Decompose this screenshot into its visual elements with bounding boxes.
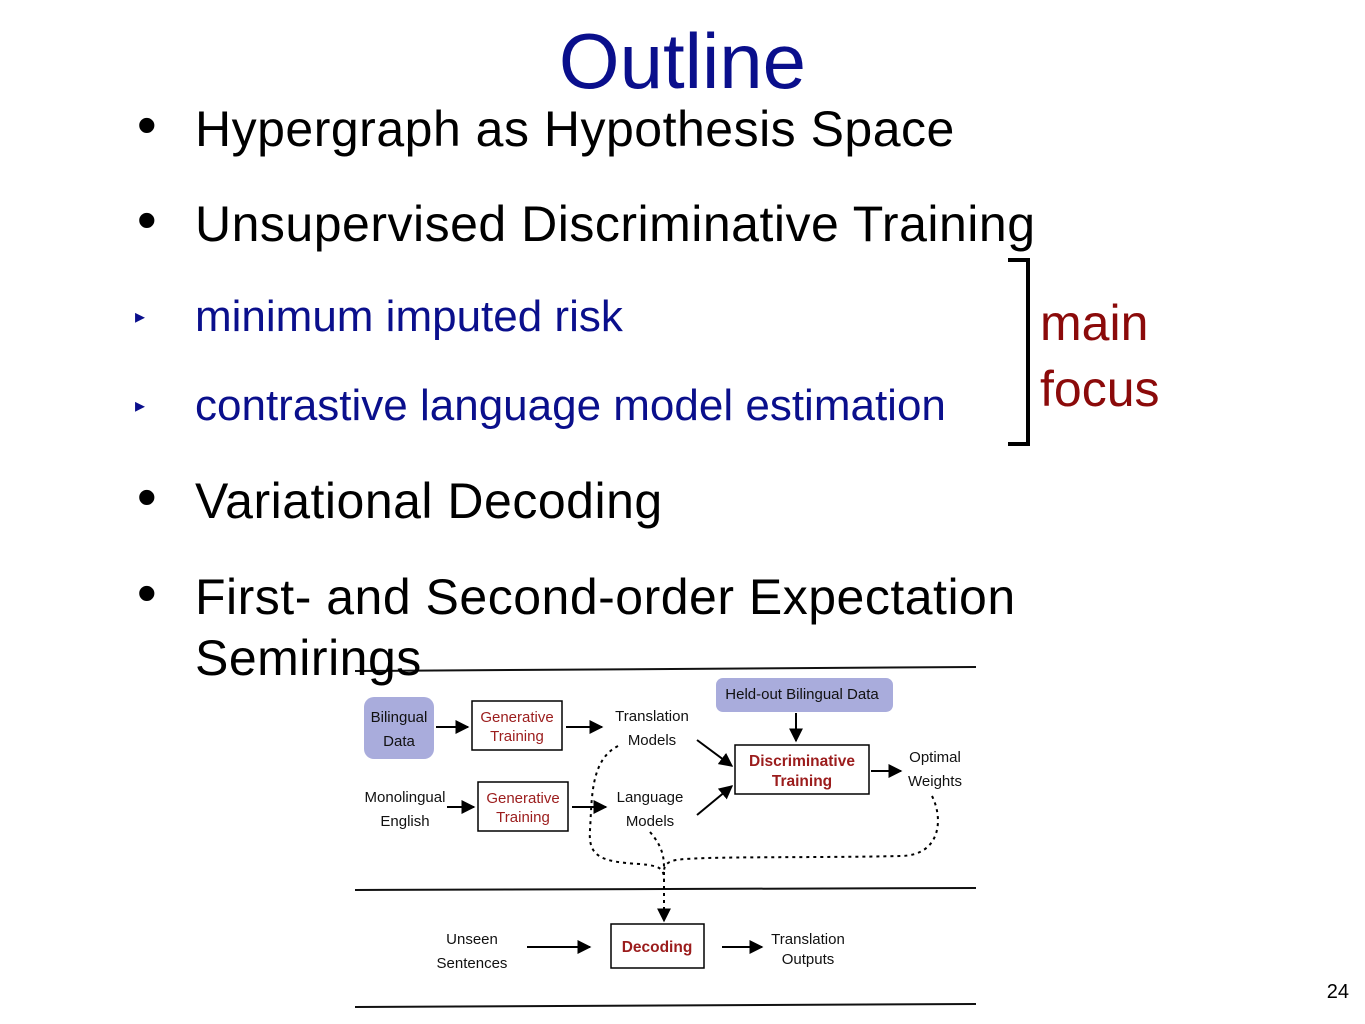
bilingual-label: Bilingual <box>371 709 428 726</box>
divider-line <box>354 666 977 672</box>
language-models-label: Language <box>617 789 684 806</box>
bullet-text: Semirings <box>195 630 422 686</box>
bullet-item: • Unsupervised Discriminative Training <box>137 189 1036 255</box>
dashed-flow <box>663 795 939 873</box>
discriminative-training-box <box>734 744 870 795</box>
decoding-box <box>610 923 705 969</box>
main-focus-label: main focus <box>1040 290 1160 422</box>
bullet-text: First- and Second-order Expectation <box>195 569 1016 625</box>
translation-outputs-label: Translation <box>771 931 845 948</box>
generative-training-label: Training <box>490 728 544 745</box>
bullet-dot-icon: • <box>137 188 158 251</box>
flow-arrow <box>696 785 734 816</box>
divider-line <box>354 1003 977 1008</box>
page-number: 24 <box>1326 981 1349 1003</box>
bullet-item: • Hypergraph as Hypothesis Space <box>137 94 955 160</box>
translation-models-label: Translation <box>615 708 689 725</box>
slide-title: Outline <box>558 17 807 105</box>
triangle-right-icon: ▸ <box>135 395 146 417</box>
sub-bullet-item: ▸ minimum imputed risk <box>135 291 623 343</box>
dashed-flow <box>588 745 665 881</box>
focus-bracket <box>1008 258 1030 446</box>
generative-training-box <box>477 781 569 832</box>
heldout-data-box <box>716 678 893 712</box>
focus-line: focus <box>1040 361 1160 417</box>
optimal-weights-label: Optimal <box>909 749 961 766</box>
monolingual-label: Monolingual <box>365 789 446 806</box>
generative-training-label: Generative <box>480 709 553 726</box>
bilingual-data-box <box>364 697 434 759</box>
unseen-sentences-label: Unseen <box>446 931 498 948</box>
bullet-dot-icon: • <box>137 561 158 624</box>
decoding-label: Decoding <box>622 939 693 956</box>
sub-bullet-item: ▸ contrastive language model estimation <box>135 380 946 432</box>
optimal-weights-label: Weights <box>908 773 962 790</box>
translation-outputs-label: Outputs <box>782 951 835 968</box>
heldout-data-label: Held-out Bilingual Data <box>725 686 879 703</box>
bullet-dot-icon: • <box>137 93 158 156</box>
unseen-sentences-label: Sentences <box>437 955 508 972</box>
dashed-flow <box>649 831 665 869</box>
discriminative-training-label: Discriminative <box>749 753 855 770</box>
bullet-item: • First- and Second-order Expectation <box>137 562 1016 628</box>
sub-bullet-text: minimum imputed risk <box>195 292 623 341</box>
focus-line: main <box>1040 295 1149 351</box>
bullet-continuation: Semirings <box>195 627 422 689</box>
bullet-item: • Variational Decoding <box>137 466 663 532</box>
bullet-dot-icon: • <box>137 465 158 528</box>
bullet-text: Variational Decoding <box>195 473 663 529</box>
divider-line <box>354 887 977 891</box>
generative-training-label: Generative <box>486 790 559 807</box>
triangle-right-icon: ▸ <box>135 306 146 328</box>
bullet-text: Unsupervised Discriminative Training <box>195 196 1036 252</box>
monolingual-label: English <box>380 813 429 830</box>
discriminative-training-label: Training <box>772 773 832 790</box>
bullet-text: Hypergraph as Hypothesis Space <box>195 101 955 157</box>
translation-models-label: Models <box>628 732 676 749</box>
language-models-label: Models <box>626 813 674 830</box>
generative-training-box <box>471 700 563 751</box>
generative-training-label: Training <box>496 809 550 826</box>
flow-arrow <box>696 739 734 767</box>
sub-bullet-text: contrastive language model estimation <box>195 381 946 430</box>
bilingual-label: Data <box>383 733 415 750</box>
